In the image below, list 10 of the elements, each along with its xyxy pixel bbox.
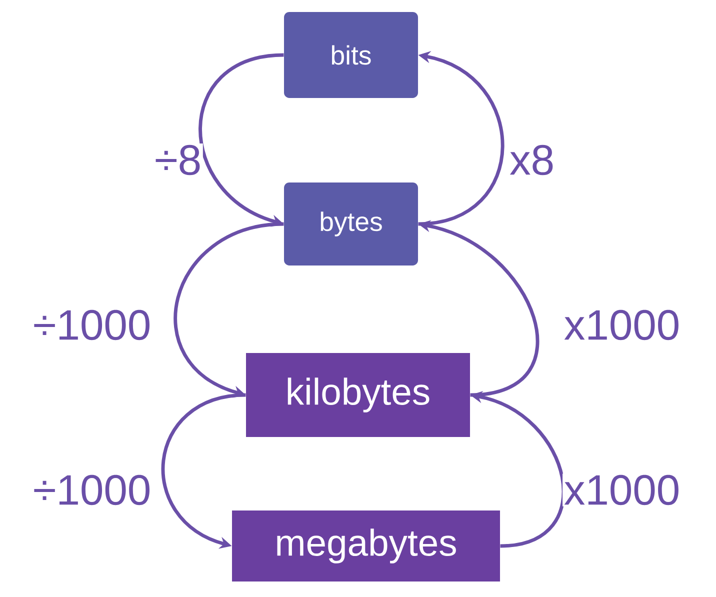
process-box: kilobytes (246, 353, 470, 437)
process-box: megabytes (232, 510, 500, 582)
edge-label: x1000 (562, 474, 682, 506)
edge-label: ÷1000 (32, 474, 152, 506)
edge-label: ÷8 (153, 144, 203, 176)
process-box: bytes (284, 182, 418, 266)
edge-label: x1000 (562, 308, 682, 342)
process-box: bits (284, 12, 418, 98)
edge-label: x8 (508, 144, 556, 176)
edge-label: ÷1000 (32, 308, 152, 342)
